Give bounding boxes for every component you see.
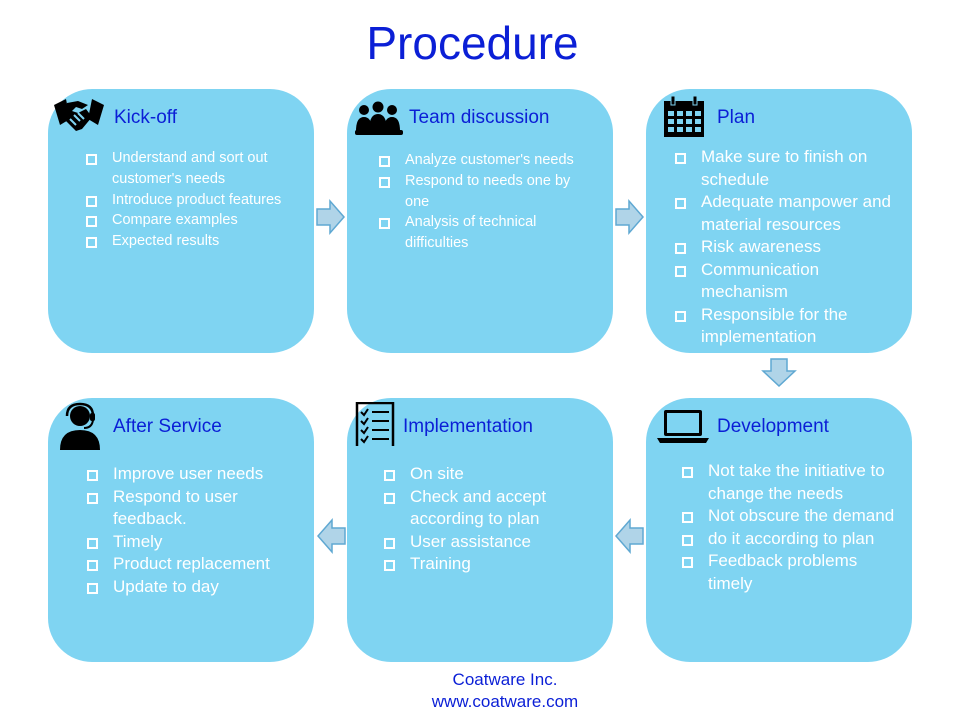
list-item: Introduce product features [83,190,311,211]
support-agent-icon [60,402,100,450]
step-card-after-service: After Service Improve user needs Respond… [48,398,314,662]
list-item: Analyze customer's needs [376,150,586,171]
list-item: Analysis of technical difficulties [376,212,586,254]
list-item: Improve user needs [84,463,309,486]
list-item: Not take the initiative to change the ne… [679,460,904,505]
step-title: Implementation [403,416,533,437]
step-items: Not take the initiative to change the ne… [679,460,904,595]
list-item: Product replacement [84,553,309,576]
list-item: Respond to needs one by one [376,171,586,213]
team-icon [355,101,403,135]
list-item: Respond to user feedback. [84,486,309,531]
list-item: Communication mechanism [672,259,910,304]
laptop-icon [657,410,709,443]
page-title: Procedure [366,17,579,69]
list-item: Not obscure the demand [679,505,904,528]
list-item: Adequate manpower and material resources [672,191,910,236]
list-item: Update to day [84,576,309,599]
step-items: Improve user needs Respond to user feedb… [84,463,309,598]
arrow-right-icon [615,199,644,235]
checklist-icon [355,402,395,446]
footer-website[interactable]: www.coatware.com [431,692,579,711]
step-card-development: Development Not take the initiative to c… [646,398,912,662]
list-item: Make sure to finish on schedule [672,146,910,191]
list-item: Understand and sort out customer's needs [83,148,311,190]
step-title: Plan [717,107,756,128]
list-item: Responsible for the implementation [672,304,910,349]
list-item: On site [381,463,606,486]
step-card-implementation: Implementation On site Check and accept … [347,398,613,662]
list-item: Feedback problems timely [679,550,904,595]
list-item: User assistance [381,531,606,554]
arrow-down-icon [761,358,797,388]
calendar-icon [664,95,704,137]
list-item: Risk awareness [672,236,910,259]
list-item: Timely [84,531,309,554]
arrow-left-icon [317,518,346,554]
step-card-plan: Plan Make sure to finish on schedule Ade… [646,89,912,353]
list-item: do it according to plan [679,528,904,551]
arrow-right-icon [316,199,345,235]
step-card-team-discussion: Team discussion Analyze customer's needs… [347,89,613,353]
step-card-kick-off: Kick-off Understand and sort out custome… [48,89,314,353]
list-item: Training [381,553,606,576]
step-items: On site Check and accept according to pl… [381,463,606,576]
arrow-left-icon [615,518,644,554]
handshake-icon [54,99,104,131]
step-items: Make sure to finish on schedule Adequate… [672,146,910,349]
step-items: Understand and sort out customer's needs… [83,148,311,252]
step-items: Analyze customer's needs Respond to need… [376,150,586,254]
list-item: Expected results [83,231,311,252]
footer-company: Coatware Inc. [452,670,558,689]
list-item: Compare examples [83,210,311,231]
step-title: Development [717,416,829,437]
list-item: Check and accept according to plan [381,486,606,531]
step-title: After Service [113,416,222,437]
step-title: Team discussion [409,107,550,128]
step-title: Kick-off [114,107,178,128]
